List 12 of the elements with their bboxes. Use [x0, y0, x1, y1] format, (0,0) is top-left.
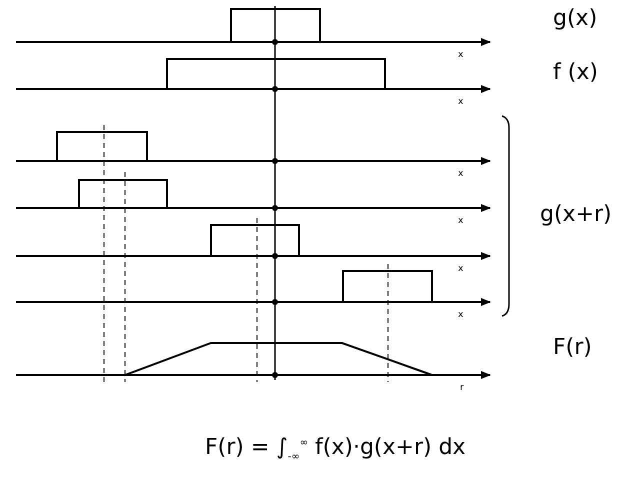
- function-label: g(x): [553, 8, 598, 30]
- axis-label: x: [458, 311, 464, 320]
- function-label: f (x): [553, 62, 598, 84]
- axis-label: x: [458, 51, 464, 60]
- function-label: F(r): [553, 337, 592, 359]
- axis-label: x: [458, 217, 464, 226]
- axis-label: x: [458, 265, 464, 274]
- axis-label: x: [458, 170, 464, 179]
- axis-label: r: [460, 384, 464, 393]
- function-label: g(x+r): [540, 204, 612, 226]
- formula: F(r) = ∫$_{-∞}$$^{∞}$ f(x)·g(x+r) dx: [205, 437, 466, 462]
- axis-label: x: [458, 98, 464, 107]
